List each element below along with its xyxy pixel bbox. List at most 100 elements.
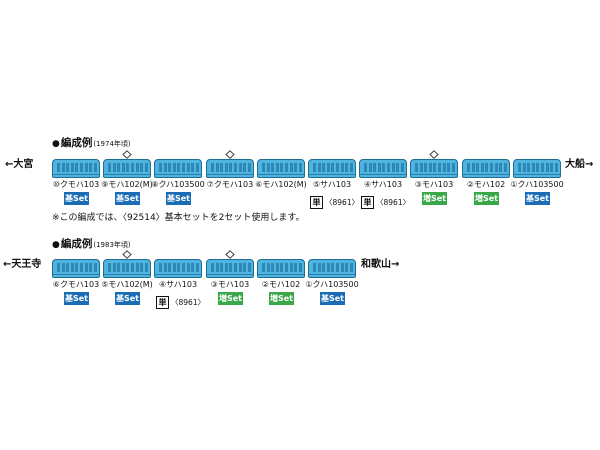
car-window <box>168 163 172 172</box>
bullet-icon: ● <box>52 139 60 149</box>
car-window <box>238 263 242 272</box>
car-window <box>554 163 558 172</box>
car-window <box>186 163 190 172</box>
train-car <box>103 159 151 178</box>
car-window <box>322 163 326 172</box>
car-window <box>442 163 446 172</box>
car-window <box>266 163 270 172</box>
car-window <box>163 263 167 272</box>
car-label: ①クハ103500 <box>510 180 564 189</box>
car-window <box>313 163 316 172</box>
car-window <box>415 163 418 172</box>
basic-set-badge: 基Set <box>166 192 191 205</box>
train-car <box>513 159 561 178</box>
car-window <box>80 263 83 272</box>
car-window <box>108 263 111 272</box>
car-band <box>309 174 355 175</box>
car-window <box>140 163 144 172</box>
single-badge: 単 <box>156 296 169 309</box>
train-car <box>52 259 100 278</box>
train-car <box>308 159 356 178</box>
car-window <box>531 163 535 172</box>
car-band <box>360 174 406 175</box>
car-window <box>317 263 321 272</box>
car-window <box>387 163 390 172</box>
car-band <box>104 174 150 175</box>
car-window <box>89 263 93 272</box>
add-on-set-badge: 増Set <box>218 292 243 305</box>
car-label: ⑧クハ103500 <box>151 180 205 189</box>
car-window <box>75 263 79 272</box>
car-window <box>112 163 116 172</box>
car-window <box>336 163 339 172</box>
car-window <box>424 163 428 172</box>
car-window <box>224 163 228 172</box>
car-window <box>340 263 344 272</box>
single-car-badge: 単〈8961〉 <box>361 192 410 209</box>
car-window <box>144 163 148 172</box>
formation-title-text: 編成例 <box>60 238 93 250</box>
car-window <box>294 163 298 172</box>
car-window <box>243 163 247 172</box>
car-window <box>144 263 148 272</box>
car-label: ③モハ103 <box>210 280 250 289</box>
car-window <box>195 163 199 172</box>
car-label: ④サハ103 <box>158 280 198 289</box>
train-car <box>257 259 305 278</box>
car-window <box>490 163 493 172</box>
car-window <box>247 263 251 272</box>
car-window <box>313 263 316 272</box>
car-window <box>438 163 441 172</box>
car-window <box>285 263 288 272</box>
car-window <box>70 163 74 172</box>
car-band <box>155 274 201 275</box>
car-window <box>518 163 521 172</box>
car-band <box>411 174 457 175</box>
part-number: 〈8961〉 <box>325 198 360 207</box>
train-car <box>257 159 305 178</box>
car-window <box>485 163 489 172</box>
car-label: ②モハ102 <box>466 180 506 189</box>
basic-set-badge: 基Set <box>525 192 550 205</box>
train-car <box>154 259 202 278</box>
car-band <box>104 274 150 275</box>
car-window <box>298 263 302 272</box>
car-window <box>331 163 335 172</box>
car-window <box>433 163 437 172</box>
add-on-set-badge: 増Set <box>422 192 447 205</box>
car-window <box>186 263 190 272</box>
car-label: ④サハ103 <box>363 180 403 189</box>
formation-year: (1974年頃) <box>93 140 131 148</box>
car-window <box>229 263 233 272</box>
car-window <box>177 263 181 272</box>
car-window <box>294 263 298 272</box>
car-window <box>211 263 214 272</box>
car-window <box>271 263 275 272</box>
car-window <box>195 263 199 272</box>
formation-title-text: 編成例 <box>60 137 93 149</box>
car-window <box>266 263 270 272</box>
car-window <box>191 163 195 172</box>
car-window <box>377 163 381 172</box>
car-window <box>326 263 330 272</box>
basic-set-badge: 基Set <box>64 292 89 305</box>
car-window <box>289 263 293 272</box>
car-window <box>238 163 242 172</box>
car-window <box>262 263 265 272</box>
car-window <box>168 263 172 272</box>
car-window <box>215 263 219 272</box>
train-car <box>462 159 510 178</box>
car-window <box>317 163 321 172</box>
car-window <box>84 163 88 172</box>
car-window <box>234 263 237 272</box>
car-window <box>527 163 531 172</box>
car-window <box>112 263 116 272</box>
car-window <box>285 163 288 172</box>
car-window <box>117 163 121 172</box>
single-car-badge: 単〈8961〉 <box>156 292 205 309</box>
basic-set-badge: 基Set <box>320 292 345 305</box>
car-band <box>309 274 355 275</box>
car-window <box>220 163 224 172</box>
car-window <box>451 163 455 172</box>
car-window <box>396 163 400 172</box>
